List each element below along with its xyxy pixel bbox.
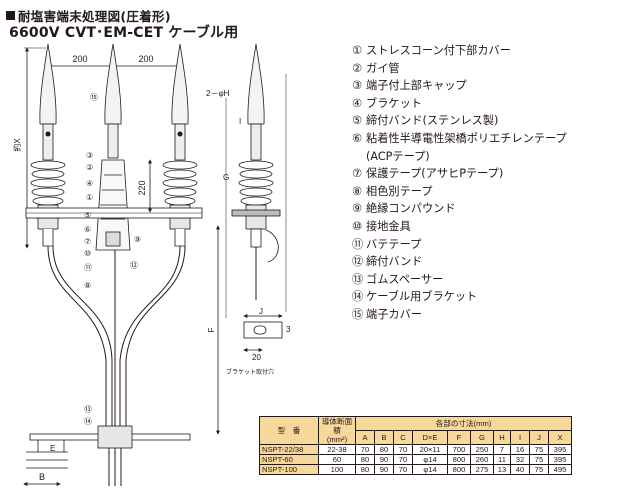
callout-9: ⑨ <box>134 235 141 244</box>
callout-3: ③ <box>86 151 93 160</box>
dim-220-label: 220 <box>137 180 147 195</box>
header-dim: J <box>529 430 549 445</box>
header-dim: C <box>393 430 413 445</box>
callout-15: ⑮ <box>90 93 98 102</box>
callout-8: ⑧ <box>84 281 91 290</box>
callout-11: ⑪ <box>84 263 92 272</box>
callout-14: ⑭ <box>84 417 92 426</box>
termination-drawing: 200 200 約X <box>12 43 291 486</box>
header-dim: D×E <box>412 430 448 445</box>
table-row: NSPT-100 100 80 90 70 φ14 800 275 13 40 … <box>259 464 572 475</box>
dim-i-label: I <box>239 117 241 126</box>
callout-1: ① <box>86 193 93 202</box>
termination-right <box>162 43 198 247</box>
dim-2phih-label: 2－φH <box>206 89 230 98</box>
header-dims-caption: 各部の寸法(mm) <box>355 416 572 431</box>
header-dim: I <box>510 430 530 445</box>
dim-e-label: E <box>50 444 55 453</box>
header-dim: X <box>548 430 572 445</box>
header-dim: B <box>374 430 394 445</box>
dim-j-label: J <box>259 307 263 316</box>
dim-20-label: 20 <box>252 353 261 362</box>
header-dim: H <box>493 430 511 445</box>
spec-table: 型 番 導体断面積(mm²) 各部の寸法(mm) A B C D×E F G H… <box>259 416 572 475</box>
dim-x-label: 約X <box>12 138 22 152</box>
title-square-icon <box>6 11 15 20</box>
page-title: 耐塩害端末処理図(圧着形) <box>18 9 171 24</box>
header-dim: A <box>355 430 375 445</box>
dim-f-label: F <box>207 327 216 332</box>
page-subtitle: 6600V CVT･EM-CET ケーブル用 <box>9 25 239 41</box>
callout-6: ⑥ <box>84 225 91 234</box>
dim-3-label: 3 <box>286 325 291 334</box>
callout-group: ⑮ ③ ② ④ ① ⑤ ⑥ ⑦ ⑩ ⑪ ⑧ ⑫ ⑨ ⑬ ⑭ <box>84 93 141 426</box>
table-row: NSPT-60 60 80 90 70 φ14 800 260 11 32 75… <box>259 454 572 465</box>
dim-200-left: 200 <box>72 54 87 64</box>
bracket-hole-detail <box>243 314 283 352</box>
callout-10: ⑩ <box>84 249 91 258</box>
rubber-spacer <box>97 425 133 449</box>
header-dim: F <box>447 430 471 445</box>
legend-item: (ACPテープ) <box>366 149 430 163</box>
termination-center <box>95 43 131 251</box>
callout-12: ⑫ <box>130 261 138 270</box>
table-row: NSPT-22/38 22-38 70 80 70 20×11 700 250 … <box>259 444 572 455</box>
dim-g-label: G <box>223 173 229 182</box>
callout-7: ⑦ <box>84 237 91 246</box>
dim-b-label: B <box>39 472 45 482</box>
callout-2: ② <box>86 163 93 172</box>
header-model: 型 番 <box>259 416 319 445</box>
callout-13: ⑬ <box>84 405 92 414</box>
side-view <box>231 43 281 300</box>
callout-5: ⑤ <box>84 211 91 220</box>
title-row: 耐塩害端末処理図(圧着形) <box>6 6 171 25</box>
header-dim: G <box>470 430 494 445</box>
callout-4: ④ <box>86 179 93 188</box>
header-area: 導体断面積(mm²) <box>318 416 356 445</box>
dim-200-right: 200 <box>138 54 153 64</box>
bracket-caption: ブラケット取付穴 <box>226 368 274 376</box>
